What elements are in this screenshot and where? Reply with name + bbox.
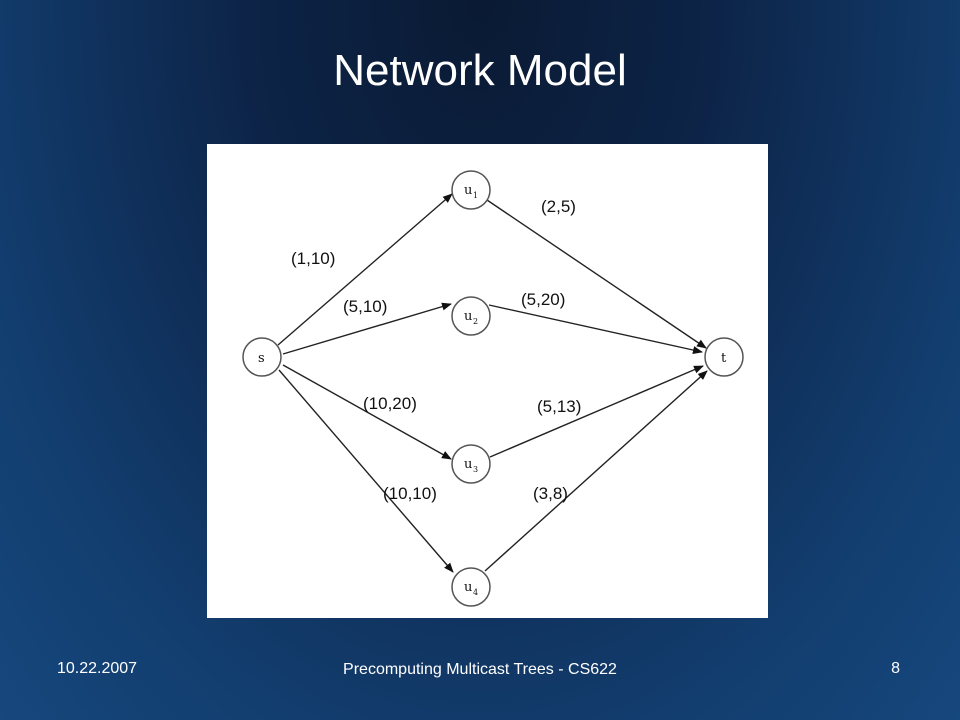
node-u3-label: u (464, 457, 472, 472)
footer-date: 10.22.2007 (57, 660, 138, 677)
edge-label-u3-t: (5,13) (537, 397, 581, 416)
edge-label-s-u3: (10,20) (363, 394, 417, 413)
node-s: s (242, 337, 282, 377)
node-u3: u 3 (451, 444, 491, 484)
footer-title: Precomputing Multicast Trees - CS622 (343, 661, 617, 678)
network-diagram: (1,10) (5,10) (10,20) (10,10) (2,5) (5,2… (207, 144, 768, 618)
node-s-label: s (258, 351, 265, 366)
edge-label-s-u1: (1,10) (291, 249, 335, 268)
edge-label-s-u2: (5,10) (343, 297, 387, 316)
edge-label-u1-t: (2,5) (541, 197, 576, 216)
node-t: t (704, 337, 744, 377)
node-u1: u 1 (451, 170, 491, 210)
node-u1-subscript: 1 (473, 191, 478, 200)
edge-label-u4-t: (3,8) (533, 484, 568, 503)
node-u2-label: u (464, 309, 472, 324)
edge-u4-t (484, 370, 708, 572)
edge-s-u1 (277, 193, 453, 346)
edge-label-u2-t: (5,20) (521, 290, 565, 309)
slide-number: 8 (891, 660, 900, 677)
edge-label-s-u4: (10,10) (383, 484, 437, 503)
network-graph: (1,10) (5,10) (10,20) (10,10) (2,5) (5,2… (242, 170, 744, 607)
node-u1-label: u (464, 183, 472, 198)
node-u3-subscript: 3 (473, 465, 478, 474)
edge-u2-t (488, 304, 703, 354)
node-u4-label: u (464, 580, 472, 595)
node-u4: u 4 (451, 567, 491, 607)
slide-title: Network Model (333, 46, 627, 95)
edge-s-u2 (282, 302, 452, 355)
edge-s-u3 (282, 364, 452, 460)
edge-s-u4 (278, 369, 454, 573)
edge-u1-t (486, 199, 707, 349)
node-u2: u 2 (451, 296, 491, 336)
node-u4-subscript: 4 (473, 588, 478, 597)
node-u2-subscript: 2 (473, 317, 478, 326)
node-t-label: t (721, 351, 727, 366)
edge-u3-t (489, 365, 704, 458)
